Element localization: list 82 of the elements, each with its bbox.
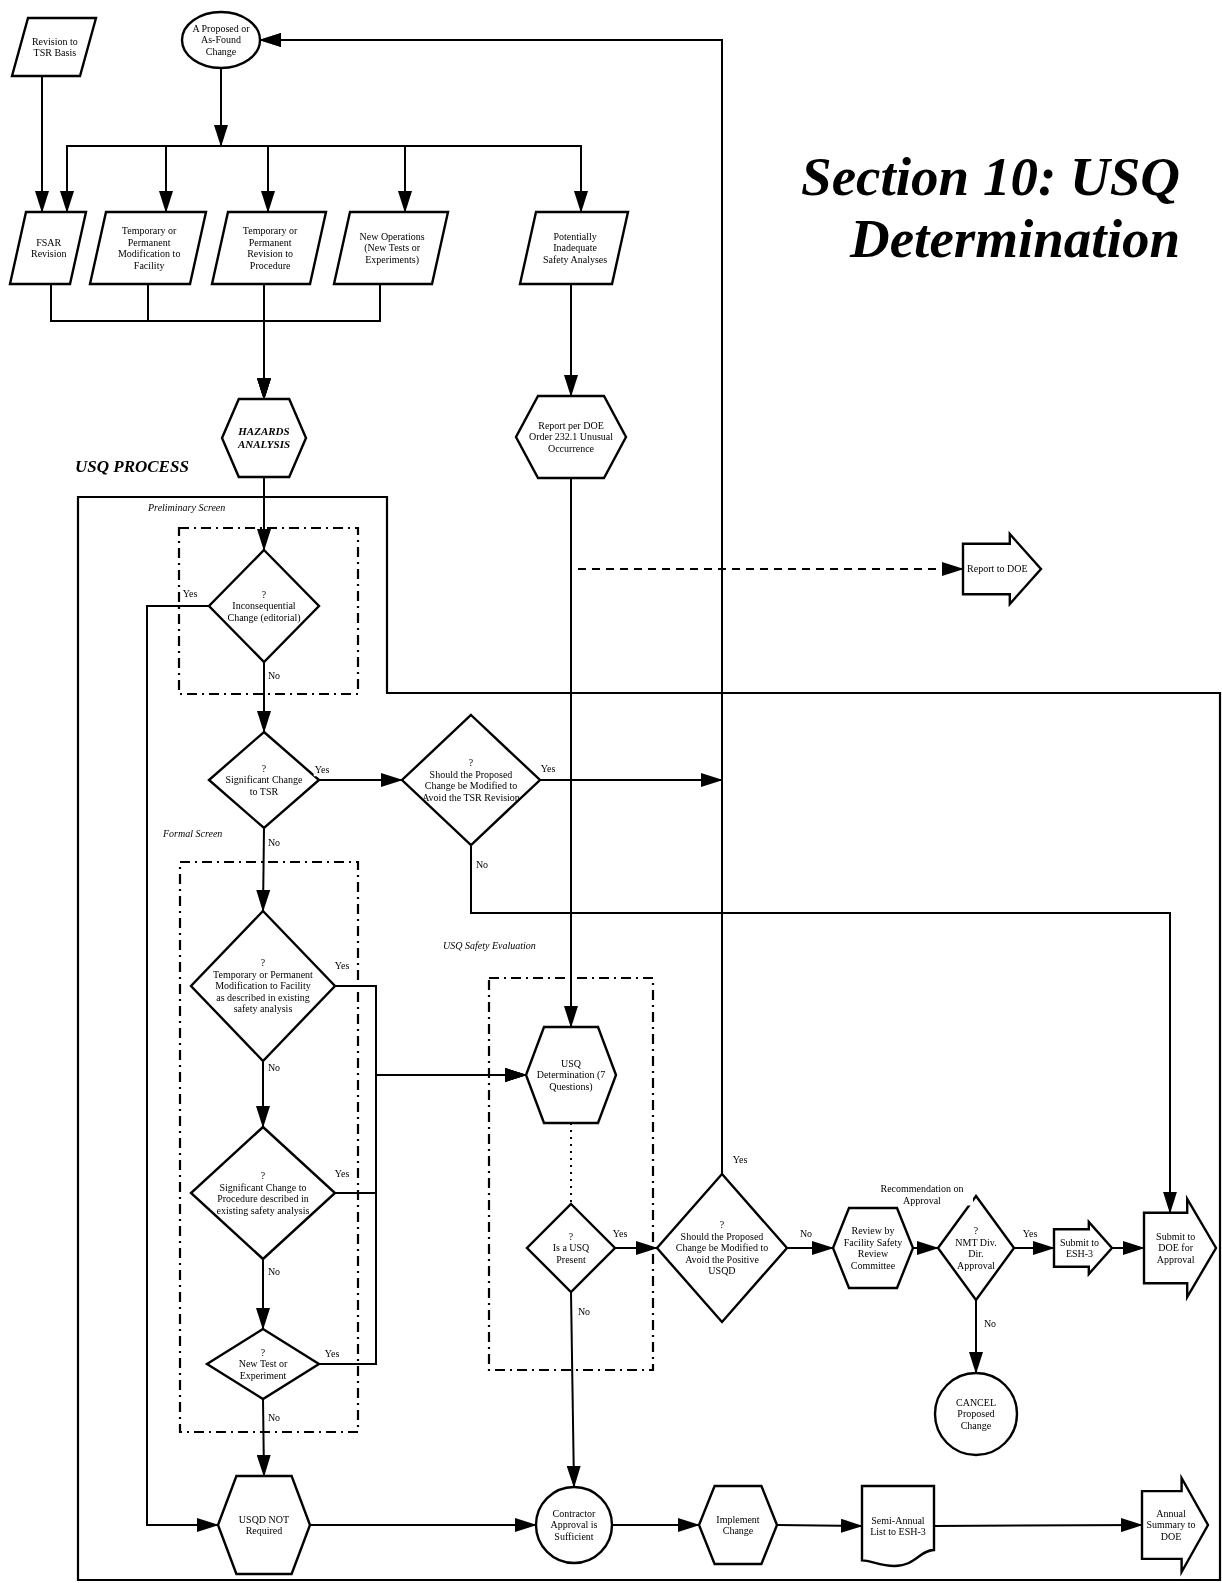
arrow [969,1299,983,1374]
edge-label: Yes [313,764,331,776]
arrow [256,1060,270,1128]
edge-label: Yes [611,1228,629,1240]
edge-label: No [266,670,282,682]
node-label: NMT Div. Dir. Approval [954,1236,998,1271]
group-heading: USQ Safety Evaluation [443,940,536,951]
page-title: Section 10: USQ Determination [800,146,1180,271]
arrow [259,33,723,1175]
node-label: Temporary or Permanent Modification to Facility as described in existing safety analysis [212,968,314,1015]
edge-label: No [474,859,490,871]
arrow [786,1241,834,1255]
question-mark: ? [260,1346,266,1359]
arrow [146,605,219,1532]
node-label: Submit to ESH-3 [1058,1236,1101,1260]
question-mark: ? [568,1230,574,1243]
group-heading: USQ PROCESS [75,457,189,477]
arrow [318,773,403,787]
edge-label: No [266,1412,282,1424]
node-label: Significant Change to TSR [224,774,304,798]
arrow [256,827,271,912]
node-label: Semi-Annual List to ESH-3 [869,1514,927,1538]
node-label: Should the Proposed Change be Modified to Avoid the TSR Revision [421,768,521,803]
arrow [611,1518,700,1532]
edge-label: Yes [181,588,199,600]
arrow [689,773,723,787]
arrow [214,109,228,147]
arrow [912,1241,939,1255]
node-label: New Operations (New Tests or Experiments) [358,230,426,266]
node-label: CANCEL Proposed Change [955,1396,997,1432]
group-heading: Formal Screen [163,828,223,839]
edge-label: No [576,1306,592,1318]
edge-label: Yes [323,1348,341,1360]
edge-label: Yes [731,1154,749,1166]
node-label: Significant Change to Procedure described in existing safety analysis [215,1181,311,1216]
question-mark: ? [260,957,266,969]
question-mark: ? [719,1219,725,1231]
edge-label: No [266,837,282,849]
arrow [1111,1241,1145,1255]
question-mark: ? [468,757,474,769]
arrow [566,1291,581,1488]
node-label: Contractor Approval is Sufficient [549,1507,599,1543]
arrow [256,1258,270,1330]
node-label: Revision to TSR Basis [30,35,79,59]
node-label: Implement Change [715,1513,761,1537]
arrow [256,1398,271,1477]
arrow [309,1518,537,1532]
arrow [257,661,271,733]
node-label: Report to DOE [967,563,1028,575]
arrow [318,1068,527,1365]
arrow [1013,1241,1055,1255]
edge-label: No [266,1266,282,1278]
question-mark: ? [260,1170,266,1182]
node-label: Annual Summary to DOE [1145,1507,1197,1543]
node-label: Is a USQ Present [551,1242,591,1266]
question-mark: ? [973,1225,979,1237]
edge-label: Yes [539,763,557,775]
edge-label: No [982,1318,998,1330]
edge-label: No [798,1228,814,1240]
node-label: USQD NOT Required [237,1513,291,1537]
node-label: Temporary or Permanent Modification to Facility [116,225,182,271]
node-label: Should the Proposed Change be Modified to Avoid the Positive USQD [675,1230,769,1277]
arrow [614,1241,658,1255]
node-label: Temporary or Permanent Revision to Procedure [241,225,299,271]
edge-label: Yes [1021,1228,1039,1240]
group-heading: Preliminary Screen [148,502,226,513]
edge-label: No [266,1062,282,1074]
question-mark: ? [261,762,267,775]
node-label: New Test or Experiment [237,1358,289,1382]
node-label: FSAR Revision [29,236,68,260]
node-label: Report per DOE Order 232.1 Unusual Occurrence [528,419,614,455]
node-label: USQ Determination (7 Questions) [535,1057,607,1093]
node-label: Potentially Inadequate Safety Analyses [542,230,609,266]
node-label: A Proposed or As-Found Change [191,22,251,58]
edge-label: Yes [333,960,351,972]
node-label: Submit to DOE for Approval [1155,1230,1197,1266]
node-label: Inconsequential Change (editorial) [226,600,302,624]
arrow [776,1518,863,1533]
node-label: Review by Facility Safety Review Committee [842,1225,904,1271]
question-mark: ? [261,588,267,601]
node-label: HAZARDS ANALYSIS [236,425,292,451]
edge-label: Yes [333,1168,351,1180]
